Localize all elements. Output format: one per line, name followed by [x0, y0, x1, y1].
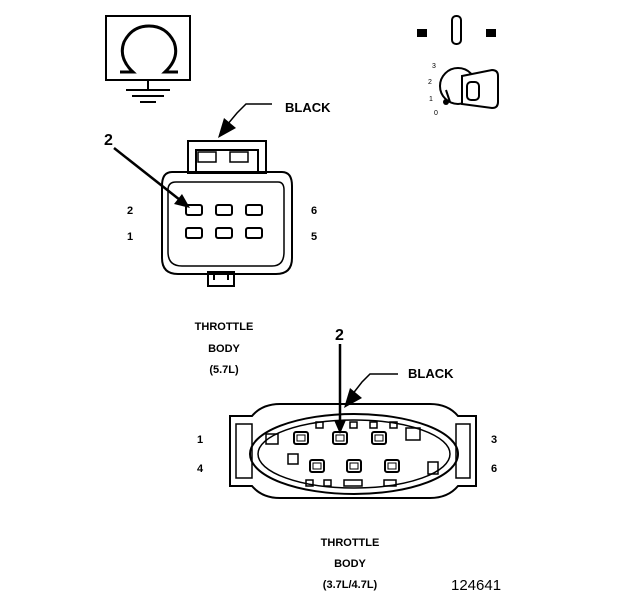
ignition-position-3: 3 [432, 63, 436, 70]
pin-callout-number-5-7l: 2 [104, 132, 113, 149]
caption-engine-3-7l: (3.7L/4.7L) [323, 579, 378, 591]
caption-engine-5-7l: (5.7L) [209, 364, 239, 376]
figure-number: 124641 [451, 577, 501, 594]
black-wire-leader-3-7l [344, 373, 398, 408]
wire-color-label-3-7l: BLACK [408, 366, 454, 381]
pin-callout-arrow-5-7l [113, 147, 190, 208]
pin-label-4: 4 [197, 463, 204, 475]
pin-label-1: 1 [127, 231, 133, 243]
connector-5-7l [161, 140, 293, 287]
ignition-position-1: 1 [429, 96, 433, 103]
connector-3-7l-4-7l [229, 403, 477, 499]
pin-label-6: 6 [491, 463, 497, 475]
pin-label-3: 3 [491, 434, 497, 446]
caption-body-3-7l: BODY [334, 558, 366, 570]
caption-body-5-7l: BODY [208, 343, 240, 355]
ignition-key-icon [417, 15, 499, 110]
pin-label-2: 2 [127, 205, 133, 217]
ignition-position-0: 0 [434, 110, 438, 117]
ohm-meter-icon [105, 15, 191, 103]
ignition-position-2: 2 [428, 79, 432, 86]
caption-throttle-3-7l: THROTTLE [321, 537, 380, 549]
caption-throttle-5-7l: THROTTLE [195, 321, 254, 333]
wire-color-label-5-7l: BLACK [285, 100, 331, 115]
pin-label-6: 6 [311, 205, 317, 217]
black-wire-leader-5-7l [218, 103, 272, 138]
pin-callout-arrow-3-7l [334, 344, 346, 434]
pin-label-1: 1 [197, 434, 203, 446]
pin-label-5: 5 [311, 231, 317, 243]
pin-callout-number-3-7l: 2 [335, 327, 344, 344]
